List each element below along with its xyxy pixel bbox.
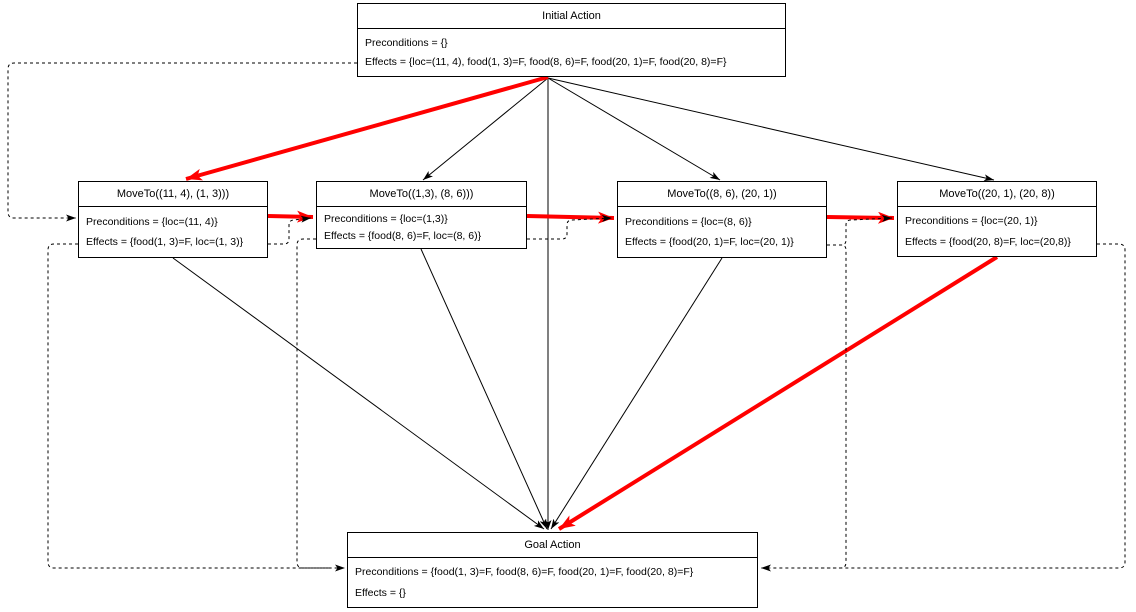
preconditions-text: Preconditions = {loc=(8, 6)} xyxy=(625,215,752,228)
effects-text: Effects = {food(20, 8)=F, loc=(20,8)} xyxy=(905,235,1071,248)
effects-text: Effects = {food(1, 3)=F, loc=(1, 3)} xyxy=(86,236,244,249)
link-move2-to-goal xyxy=(296,238,330,569)
node-title: Initial Action xyxy=(358,4,785,29)
link-move1-to-move2 xyxy=(268,215,312,245)
edge-initial-to-move4 xyxy=(547,77,995,182)
effects-text: Effects = {food(20, 1)=F, loc=(20, 1)} xyxy=(625,236,794,249)
node-goal-action[interactable]: Goal Action Preconditions = {food(1, 3)=… xyxy=(347,532,758,608)
node-body: Preconditions = {} Effects = {loc=(11, 4… xyxy=(358,29,785,76)
edge-move3-to-goal xyxy=(550,257,723,530)
edge-move1-to-goal xyxy=(172,257,545,530)
node-title: Goal Action xyxy=(348,533,757,558)
preconditions-text: Preconditions = {loc=(20, 1)} xyxy=(905,215,1038,228)
edge-initial-to-move2 xyxy=(422,77,549,181)
node-moveto-3[interactable]: MoveTo((8, 6), (20, 1)) Preconditions = … xyxy=(617,181,827,258)
node-title: MoveTo((1,3), (8, 6))) xyxy=(317,182,526,207)
node-moveto-1[interactable]: MoveTo((11, 4), (1, 3))) Preconditions =… xyxy=(78,181,268,258)
edge-initial-to-move1-plan xyxy=(185,75,549,181)
link-move2-to-move3 xyxy=(527,215,613,240)
node-body: Preconditions = {loc=(11, 4)} Effects = … xyxy=(79,207,267,257)
edge-move2-to-goal xyxy=(420,248,548,530)
effects-text: Effects = {} xyxy=(355,586,406,599)
effects-text: Effects = {loc=(11, 4), food(1, 3)=F, fo… xyxy=(365,56,727,69)
link-move4-to-goal xyxy=(761,243,1126,572)
edge-move2-to-move3-plan xyxy=(526,211,615,224)
node-title: MoveTo((20, 1), (20, 8)) xyxy=(898,182,1096,207)
node-body: Preconditions = {loc=(20, 1)} Effects = … xyxy=(898,207,1096,256)
node-body: Preconditions = {loc=(1,3)} Effects = {f… xyxy=(317,207,526,248)
node-moveto-4[interactable]: MoveTo((20, 1), (20, 8)) Preconditions =… xyxy=(897,181,1097,257)
link-move3-to-goal xyxy=(800,244,847,569)
edge-move3-to-move4-plan xyxy=(826,211,895,224)
preconditions-text: Preconditions = {} xyxy=(365,36,448,49)
edge-move4-to-goal-plan xyxy=(557,255,999,531)
node-moveto-2[interactable]: MoveTo((1,3), (8, 6))) Preconditions = {… xyxy=(316,181,527,249)
preconditions-text: Preconditions = {food(1, 3)=F, food(8, 6… xyxy=(355,566,694,579)
edge-move1-to-move2-plan xyxy=(267,210,314,223)
node-title: MoveTo((8, 6), (20, 1)) xyxy=(618,182,826,207)
node-body: Preconditions = {food(1, 3)=F, food(8, 6… xyxy=(348,558,757,607)
edge-initial-to-move3 xyxy=(547,77,721,181)
preconditions-text: Preconditions = {loc=(1,3)} xyxy=(324,212,448,225)
link-move3-to-move4 xyxy=(827,214,893,246)
effects-text: Effects = {food(8, 6)=F, loc=(8, 6)} xyxy=(324,230,482,243)
preconditions-text: Preconditions = {loc=(11, 4)} xyxy=(86,215,218,228)
node-initial-action[interactable]: Initial Action Preconditions = {} Effect… xyxy=(357,3,786,77)
node-body: Preconditions = {loc=(8, 6)} Effects = {… xyxy=(618,207,826,257)
node-title: MoveTo((11, 4), (1, 3))) xyxy=(79,182,267,207)
link-move1-to-goal xyxy=(47,243,345,572)
